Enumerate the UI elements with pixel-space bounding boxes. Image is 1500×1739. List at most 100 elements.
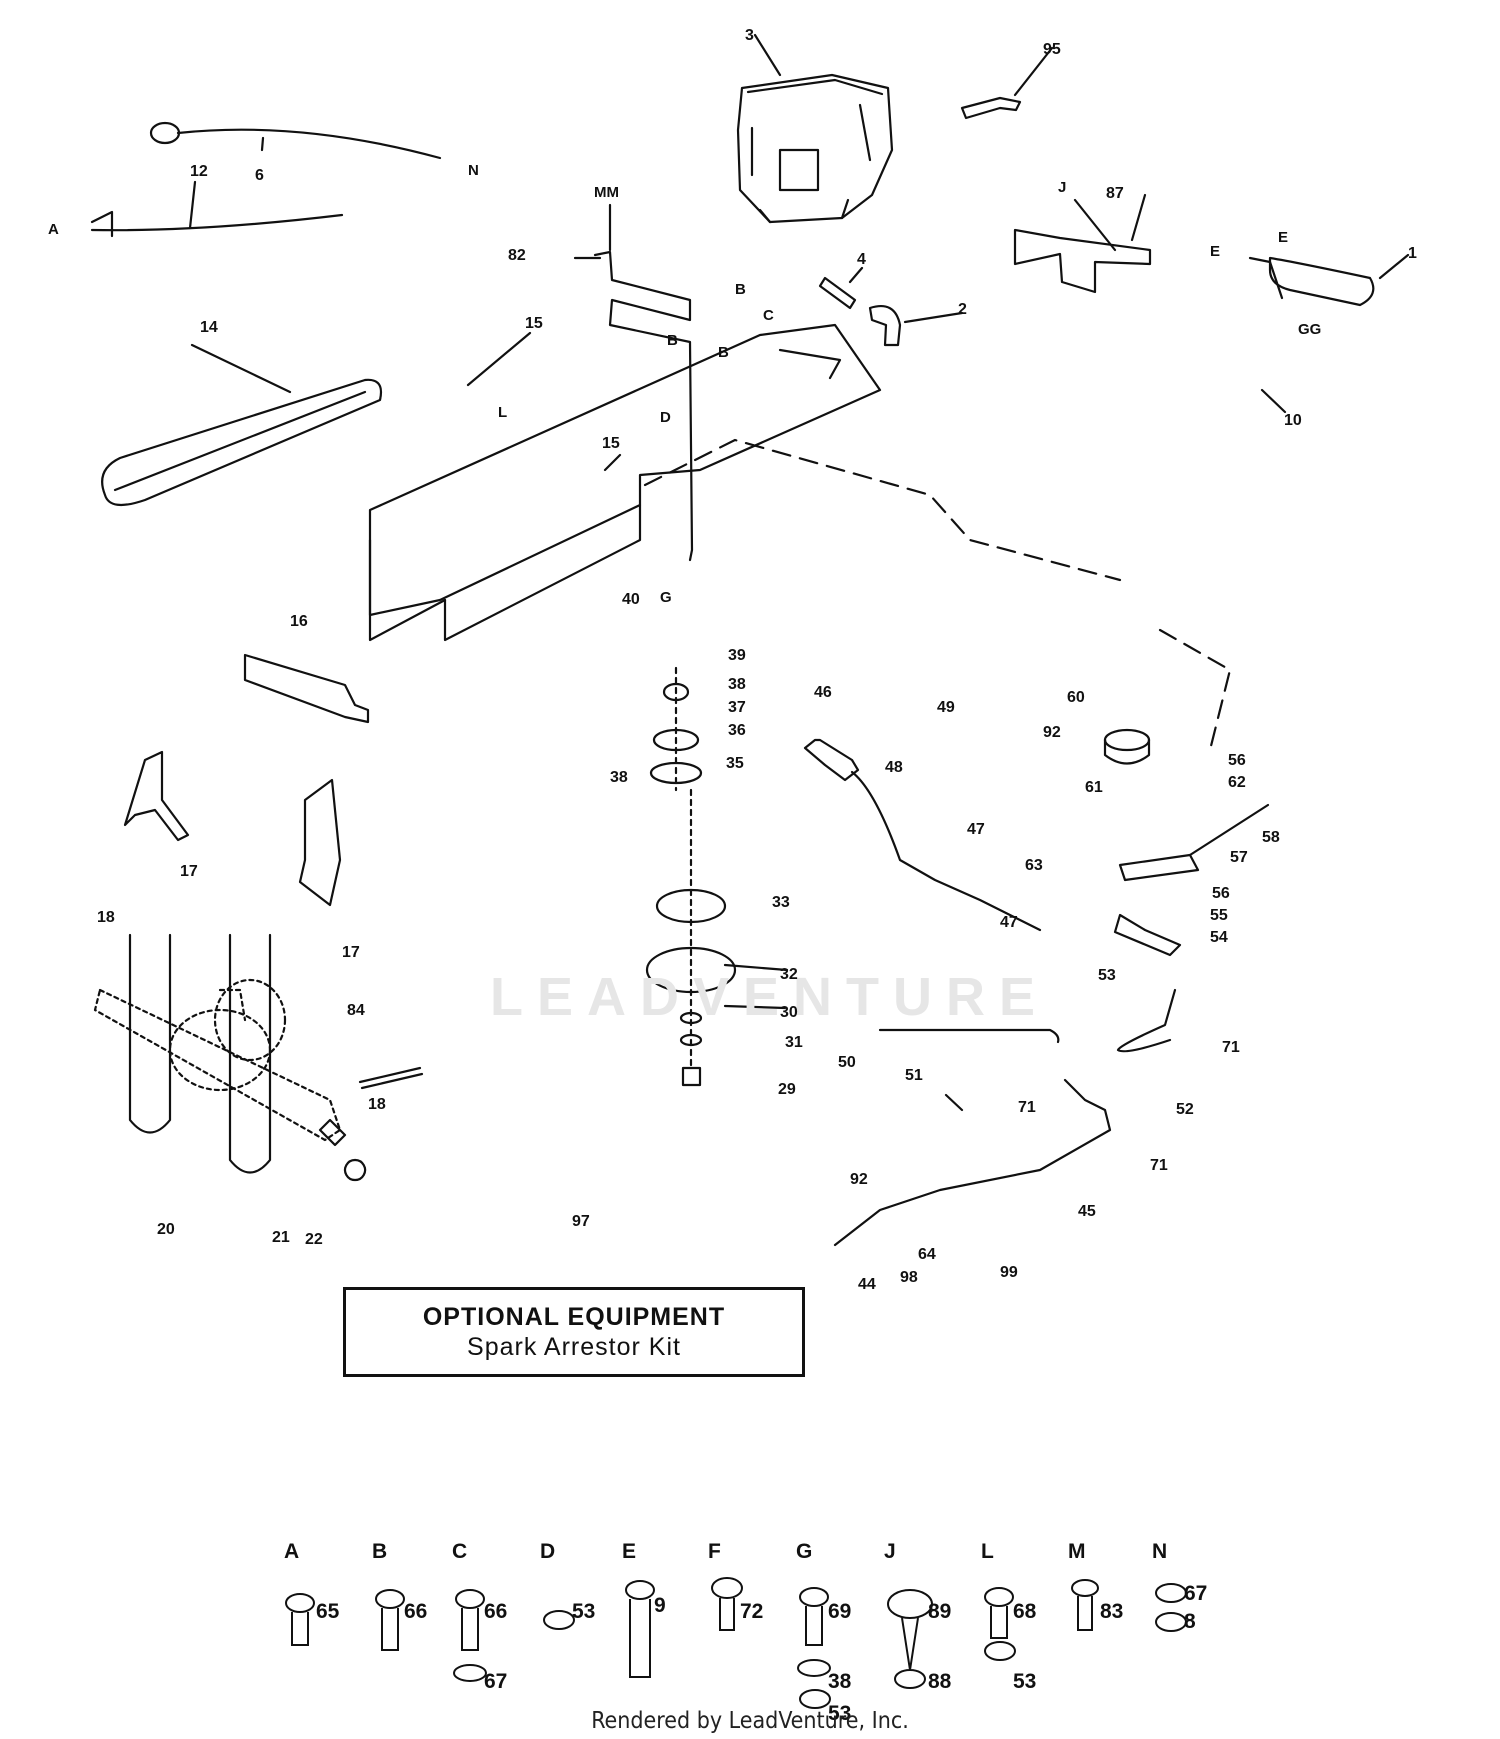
part-label-p4: 4 xyxy=(857,251,866,268)
part-label-p56b: 56 xyxy=(1212,885,1230,902)
part-label-p16: 16 xyxy=(290,613,308,630)
part-label-p71c: 71 xyxy=(1150,1157,1168,1174)
elbow-2-drawing xyxy=(868,304,902,347)
part-label-p49: 49 xyxy=(937,699,955,716)
part-label-p92a: 92 xyxy=(1043,724,1061,741)
part-label-p31: 31 xyxy=(785,1034,803,1051)
part-label-p87: 87 xyxy=(1106,185,1124,202)
engine-drawing xyxy=(736,73,894,224)
hardware-letter: B xyxy=(372,1540,388,1563)
part-label-p71a: 71 xyxy=(1222,1039,1240,1056)
part-label-pG: G xyxy=(660,589,672,606)
part-label-p55: 55 xyxy=(1210,907,1228,924)
part-label-p21: 21 xyxy=(272,1229,290,1246)
part-label-p48: 48 xyxy=(885,759,903,776)
part-label-pE2: E xyxy=(1278,229,1289,246)
watermark-text: LEADVENTURE xyxy=(490,967,1050,1027)
pulley-stack-drawing xyxy=(645,666,737,1087)
hardware-part-number: 72 xyxy=(740,1600,764,1623)
part-label-p15b: 15 xyxy=(602,435,620,452)
spring-84-drawing xyxy=(358,1066,424,1090)
part-label-p2: 2 xyxy=(958,301,967,318)
part-label-p52: 52 xyxy=(1176,1101,1194,1118)
part-label-pB3: B xyxy=(718,344,729,361)
hardware-letter: M xyxy=(1068,1540,1086,1563)
leader-lines xyxy=(188,33,1410,1112)
footer-credit: Rendered by LeadVenture, Inc. xyxy=(591,1708,909,1734)
bracket-82-drawing xyxy=(593,250,694,562)
hardware-part-number: 88 xyxy=(928,1670,952,1693)
hardware-part-number: 53 xyxy=(572,1600,596,1623)
part-label-p14: 14 xyxy=(200,319,218,336)
part-label-p36: 36 xyxy=(728,722,746,739)
hardware-part-number: 68 xyxy=(1013,1600,1037,1623)
ubolt-20-drawing xyxy=(128,933,272,1174)
part-label-p64: 64 xyxy=(918,1246,936,1263)
part-label-p58: 58 xyxy=(1262,829,1280,846)
optional-equipment-title: OPTIONAL EQUIPMENT xyxy=(422,1303,726,1331)
part-label-p22: 22 xyxy=(305,1231,323,1248)
hardware-letter: C xyxy=(452,1540,468,1563)
bracket-16-drawing xyxy=(243,653,370,724)
part-label-p15a: 15 xyxy=(525,315,543,332)
part-label-p47a: 47 xyxy=(967,821,985,838)
belt-14-drawing xyxy=(101,378,383,507)
transaxle-drawing xyxy=(93,978,342,1142)
part-label-pGG: GG xyxy=(1298,321,1322,338)
part-label-p53: 53 xyxy=(1098,967,1116,984)
hardware-letter: J xyxy=(884,1540,896,1563)
part-label-p6: 6 xyxy=(255,167,264,184)
part-label-p61: 61 xyxy=(1085,779,1103,796)
hardware-letter: E xyxy=(622,1540,637,1563)
part-label-p1: 1 xyxy=(1408,245,1417,262)
hardware-letter: N xyxy=(1152,1540,1168,1563)
shield-87-drawing xyxy=(1013,228,1152,294)
part-label-pB1: B xyxy=(735,281,746,298)
part-label-p38b: 38 xyxy=(610,769,628,786)
hardware-part-number: 67 xyxy=(484,1670,508,1693)
bracket-17-left-drawing xyxy=(123,750,190,842)
part-label-p98: 98 xyxy=(900,1269,918,1286)
part-label-p18b: 18 xyxy=(368,1096,386,1113)
hardware-item-m: M 83 xyxy=(1066,1540,1176,1710)
part-label-pA: A xyxy=(48,221,59,238)
hardware-part-number: 67 xyxy=(1184,1582,1208,1605)
part-label-p95: 95 xyxy=(1043,41,1061,58)
part-label-p33: 33 xyxy=(772,894,790,911)
part-label-p57: 57 xyxy=(1230,849,1248,866)
part-label-p99: 99 xyxy=(1000,1264,1018,1281)
hardware-letter: A xyxy=(284,1540,300,1563)
rod-45-drawing xyxy=(833,1078,1112,1247)
hardware-letter: L xyxy=(981,1540,994,1563)
frame-drawing xyxy=(368,323,1232,752)
part-label-p82: 82 xyxy=(508,247,526,264)
part-label-p38a: 38 xyxy=(728,676,746,693)
hardware-item-d: D 53 xyxy=(538,1540,648,1710)
part-label-p29: 29 xyxy=(778,1081,796,1098)
fitting-4-drawing xyxy=(818,276,857,310)
part-label-p54: 54 xyxy=(1210,929,1228,946)
bracket-17-right-drawing xyxy=(298,778,342,907)
part-label-p30: 30 xyxy=(780,1004,798,1021)
muffler-1-drawing xyxy=(1248,256,1375,307)
part-label-pN: N xyxy=(468,162,479,179)
hardware-part-number: 83 xyxy=(1100,1600,1124,1623)
rod-52-drawing xyxy=(1116,988,1177,1053)
part-label-pC: C xyxy=(763,307,774,324)
hardware-letter: D xyxy=(540,1540,556,1563)
hardware-part-number: 53 xyxy=(828,1702,852,1725)
part-label-p18a: 18 xyxy=(97,909,115,926)
hardware-part-number: 89 xyxy=(928,1600,952,1623)
part-label-p46: 46 xyxy=(814,684,832,701)
hardware-letter: G xyxy=(796,1540,813,1563)
part-label-p56a: 56 xyxy=(1228,752,1246,769)
part-label-pJ: J xyxy=(1058,179,1067,196)
part-label-p47b: 47 xyxy=(1000,914,1018,931)
part-label-p44: 44 xyxy=(858,1276,876,1293)
part-label-p50: 50 xyxy=(838,1054,856,1071)
part-label-pL1: L xyxy=(498,404,508,421)
optional-equipment-box: OPTIONAL EQUIPMENT Spark Arrestor Kit xyxy=(343,1287,805,1377)
part-label-pD1: D xyxy=(660,409,671,426)
